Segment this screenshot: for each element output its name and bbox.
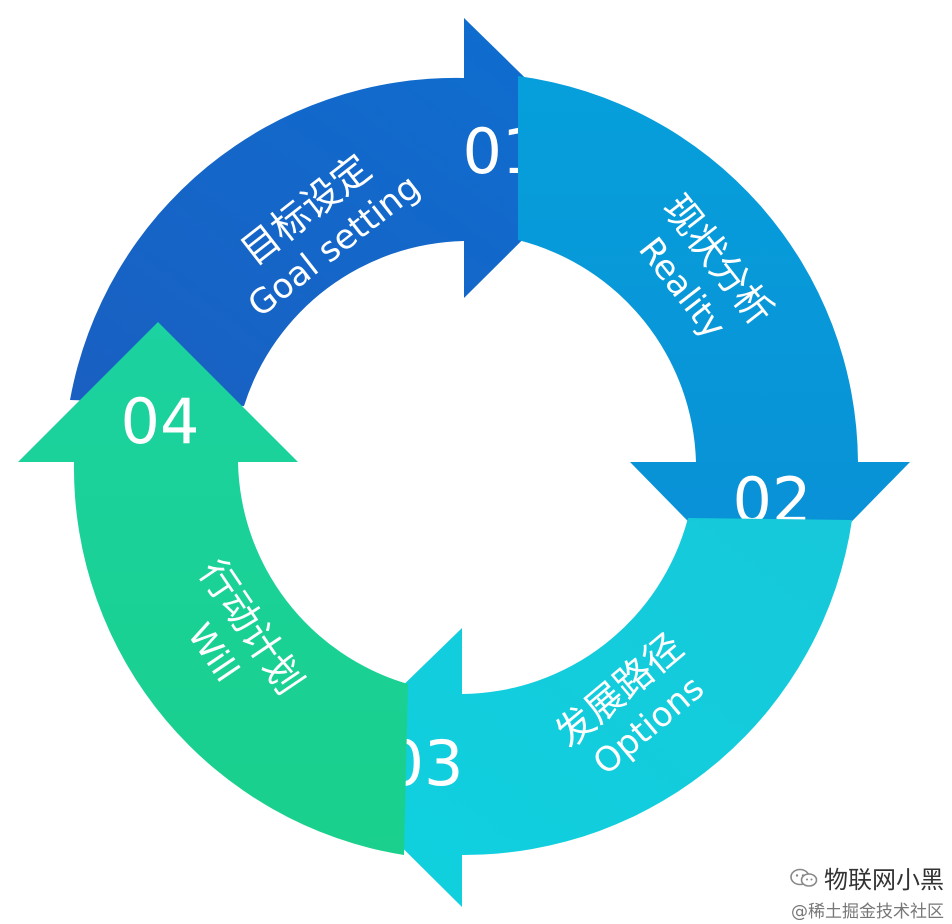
watermark: 物联网小黑 @稀土掘金技术社区 (790, 860, 944, 922)
step-02-arrow (518, 76, 910, 605)
step-01-arrow (70, 18, 606, 406)
watermark-source: @稀土掘金技术社区 (791, 902, 944, 922)
step-04-arrow (18, 322, 408, 855)
watermark-account-name: 物联网小黑 (824, 866, 944, 894)
wechat-icon (790, 868, 818, 887)
step-04-number: 04 (121, 385, 200, 458)
step-04-segment: 04 行动计划 Will (18, 322, 408, 855)
step-03-arrow (320, 518, 852, 907)
